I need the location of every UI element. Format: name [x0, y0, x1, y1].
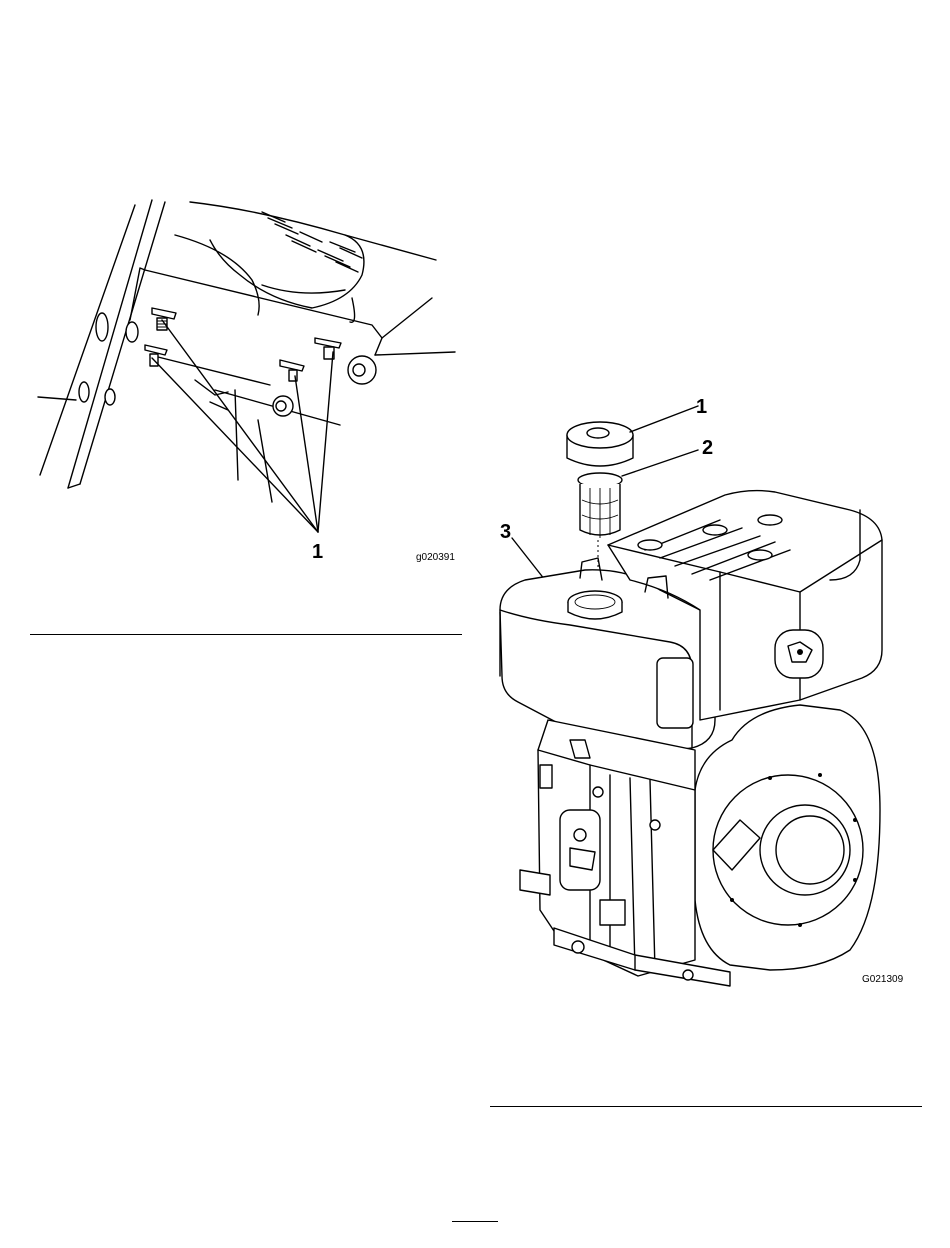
wing-fastener-3 — [280, 360, 304, 381]
wing-fastener-1 — [152, 308, 176, 330]
section-divider-right — [490, 1106, 922, 1107]
callout-label-1: 1 — [696, 396, 707, 418]
figure-id-label: G021309 — [862, 974, 904, 985]
strainer-cap — [567, 422, 633, 466]
side-panel — [38, 200, 165, 488]
leader-1 — [630, 406, 698, 432]
footer-rule — [452, 1221, 498, 1222]
mounting-panel-drawing: 1 g020391 — [0, 180, 470, 580]
mounting-panel-figure: 1 g020391 — [0, 180, 470, 580]
flywheel-housing — [695, 705, 880, 970]
wing-fastener-4 — [315, 338, 341, 359]
leader-3 — [512, 538, 545, 580]
callout-leaders — [152, 320, 333, 532]
callout-label-2: 2 — [702, 437, 713, 459]
panel-bolts — [79, 313, 138, 405]
engine-shroud — [175, 202, 436, 322]
crankcase — [520, 720, 695, 976]
callout-label-1: 1 — [312, 541, 323, 563]
section-divider-left — [30, 634, 462, 635]
engine-drawing: 1 2 3 G021309 — [470, 380, 950, 1000]
mesh-strainer — [578, 473, 622, 538]
callout-label-3: 3 — [500, 521, 511, 543]
engine-strainer-figure: 1 2 3 G021309 — [470, 380, 950, 1000]
shroud-vents — [262, 212, 362, 272]
figure-id-label: g020391 — [416, 552, 455, 563]
